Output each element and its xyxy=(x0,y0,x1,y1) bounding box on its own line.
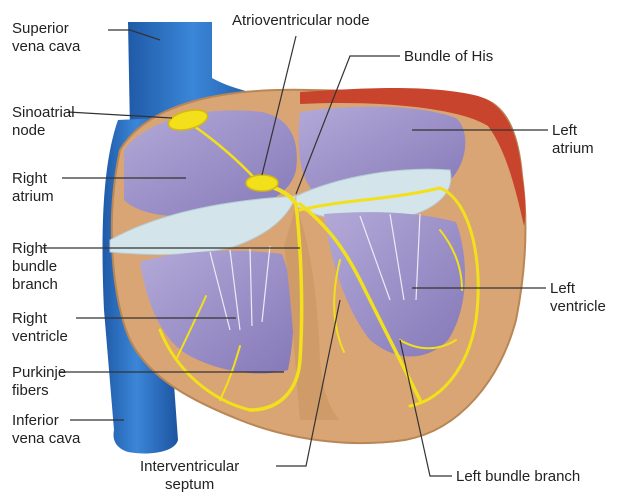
label-line: fibers xyxy=(12,382,66,400)
label-line: node xyxy=(12,122,75,140)
label-left-bundle-branch: Left bundle branch xyxy=(456,468,580,486)
label-line: Left xyxy=(552,122,594,140)
label-line: Right xyxy=(12,170,54,188)
label-inferior-vena-cava: Inferior vena cava xyxy=(12,412,80,448)
label-sinoatrial-node: Sinoatrial node xyxy=(12,104,75,140)
label-line: ventricle xyxy=(550,298,606,316)
label-bundle-of-his: Bundle of His xyxy=(404,48,493,66)
label-line: Atrioventricular node xyxy=(232,12,370,30)
label-line: Right xyxy=(12,240,58,258)
label-line: bundle xyxy=(12,258,58,276)
label-left-atrium: Left atrium xyxy=(552,122,594,158)
label-interventricular-septum: Interventricular septum xyxy=(140,458,239,494)
label-right-ventricle: Right ventricle xyxy=(12,310,68,346)
label-right-atrium: Right atrium xyxy=(12,170,54,206)
label-atrioventricular-node: Atrioventricular node xyxy=(232,12,370,30)
label-line: vena cava xyxy=(12,38,80,56)
label-line: Bundle of His xyxy=(404,48,493,66)
label-line: Purkinje xyxy=(12,364,66,382)
label-line: Inferior xyxy=(12,412,80,430)
label-line: septum xyxy=(140,476,239,494)
label-line: atrium xyxy=(12,188,54,206)
label-left-ventricle: Left ventricle xyxy=(550,280,606,316)
label-superior-vena-cava: Superior vena cava xyxy=(12,20,80,56)
atrioventricular-node xyxy=(246,175,278,191)
label-line: Sinoatrial xyxy=(12,104,75,122)
label-purkinje-fibers: Purkinje fibers xyxy=(12,364,66,400)
label-line: Interventricular xyxy=(140,458,239,476)
label-line: Superior xyxy=(12,20,80,38)
label-line: branch xyxy=(12,276,58,294)
label-line: Left bundle branch xyxy=(456,468,580,486)
label-line: Left xyxy=(550,280,606,298)
label-line: vena cava xyxy=(12,430,80,448)
label-right-bundle-branch: Right bundle branch xyxy=(12,240,58,294)
label-line: atrium xyxy=(552,140,594,158)
label-line: ventricle xyxy=(12,328,68,346)
label-line: Right xyxy=(12,310,68,328)
